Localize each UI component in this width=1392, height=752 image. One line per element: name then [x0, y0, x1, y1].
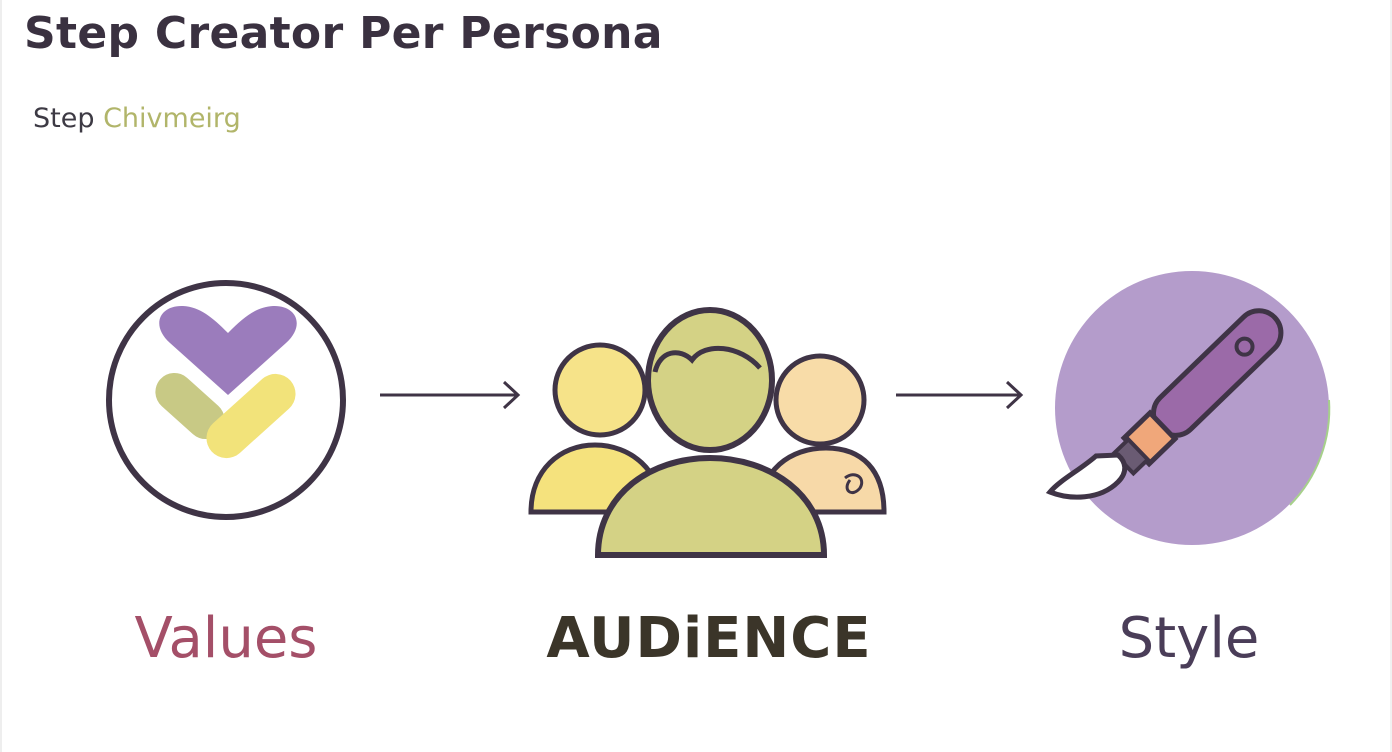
step-label-values: Values — [134, 606, 318, 671]
step-label-audience: AUDiENCE — [546, 606, 872, 671]
page-title: Step Creator Per Persona — [24, 8, 663, 59]
heart-check-icon — [106, 280, 346, 520]
step-label-style: Style — [1118, 606, 1260, 671]
subtitle-accent: Chivmeirg — [103, 103, 241, 134]
arrow-right-icon — [896, 380, 1024, 410]
subtitle-prefix: Step — [33, 103, 95, 134]
paintbrush-icon — [1045, 271, 1331, 545]
arrow-right-icon — [380, 380, 521, 410]
people-group-icon — [528, 307, 887, 558]
page-subtitle: Step Chivmeirg — [33, 103, 241, 134]
